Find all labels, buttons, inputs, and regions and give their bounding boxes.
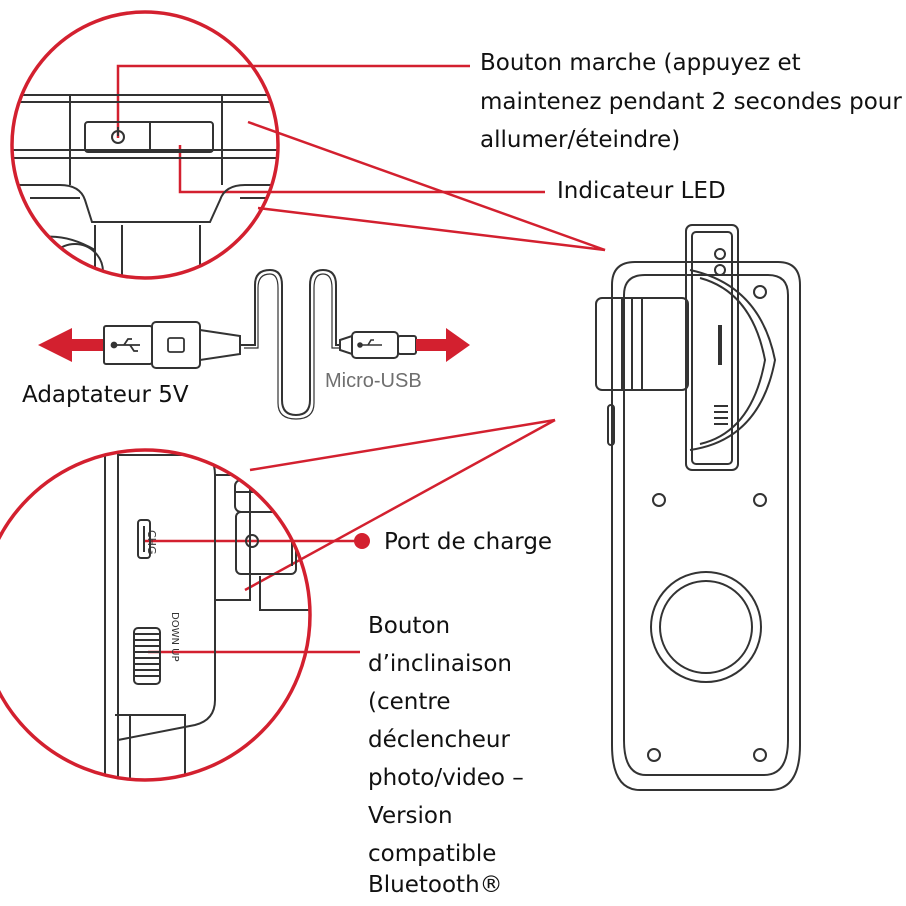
power-icon [111, 127, 125, 144]
led-dot [714, 248, 726, 260]
power-button-label-line-1: Bouton marche (appuyez et [480, 50, 801, 76]
gimbal-device [595, 224, 801, 791]
phone-holder-arm [685, 224, 739, 471]
led-leader [178, 145, 545, 194]
zoom-beam-bottom-upper [249, 418, 556, 472]
tilt-button-label-line-3: (centre [368, 689, 451, 715]
usb-icon [110, 337, 185, 353]
power-button-label-line-3: allumer/éteindre) [480, 127, 681, 153]
tilt-button-label-line-2: d’inclinaison [368, 651, 512, 677]
top-zoom-view [12, 94, 278, 278]
charge-port-label: Port de charge [384, 529, 553, 555]
tilt-button-label-line-8: Bluetooth® [368, 872, 503, 898]
led-indicator-label: Indicateur LED [557, 178, 726, 204]
zoom-beam-top-lower [257, 206, 606, 252]
tilt-marking: DOWN UP [169, 612, 180, 662]
tilt-button-label-line-6: Version [368, 803, 453, 829]
zoom-beam-top-upper [247, 120, 606, 252]
power-button-label-line-2: maintenez pendant 2 secondes pour [480, 89, 902, 115]
tilt-button-label-line-1: Bouton [368, 613, 451, 639]
power-button-leader [116, 64, 470, 138]
bottom-zoom-ring [0, 448, 312, 782]
chg-marking: CHG [145, 530, 158, 555]
power-dot [714, 264, 726, 276]
charge-port-dot [354, 533, 370, 549]
tilt-button-label-line-7: compatible [368, 841, 497, 867]
arrow-right-icon [446, 328, 470, 362]
tilt-button-label-line-5: photo/video – [368, 765, 524, 791]
usb-cable [38, 268, 470, 420]
tilt-wheel [133, 627, 161, 685]
top-zoom-ring [10, 10, 280, 280]
joystick-ring-inner [659, 580, 753, 674]
arrow-left-icon [38, 328, 72, 362]
tilt-button-label-line-4: déclencheur [368, 727, 510, 753]
joystick-ring-outer [650, 571, 762, 683]
adapter-label: Adaptateur 5V [22, 382, 189, 408]
charge-port-slot [137, 519, 151, 559]
micro-usb-label: Micro-USB [325, 370, 422, 392]
